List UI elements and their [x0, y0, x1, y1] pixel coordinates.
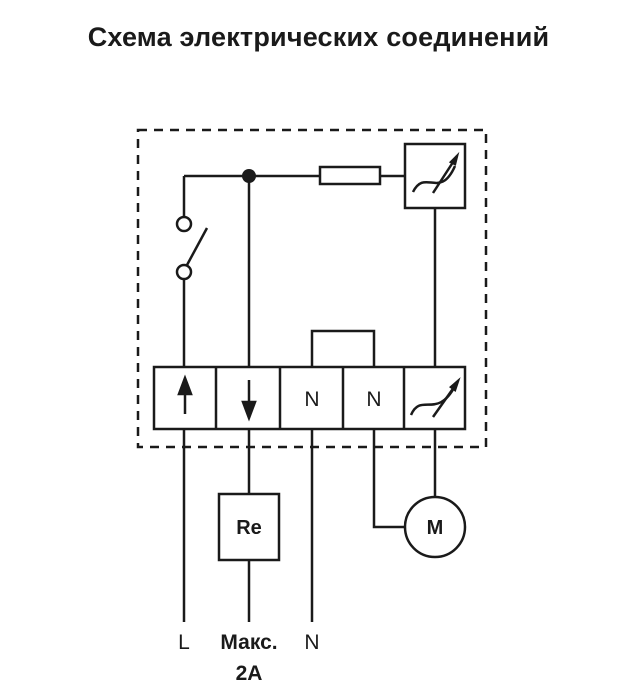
bottom-label-max: Макс.	[220, 631, 277, 654]
resistor	[318, 165, 382, 186]
switch-contact-bottom	[175, 263, 193, 281]
terminal-2-down-arrow-icon	[241, 380, 257, 422]
relay-label: Re	[236, 517, 262, 539]
terminal-block	[152, 365, 467, 431]
motor-symbol	[403, 495, 467, 559]
relay-box	[217, 492, 281, 562]
bottom-label-l: L	[178, 631, 190, 654]
switch-contact-top	[175, 215, 193, 233]
bottom-label-n: N	[304, 631, 319, 654]
motor-label: M	[427, 517, 444, 539]
terminal-3-label: N	[304, 388, 319, 411]
motor-n-wire	[372, 429, 405, 529]
terminal-1-up-arrow-icon	[177, 374, 193, 414]
terminal-5-sensor-icon	[409, 377, 461, 418]
n-bridge-wire	[310, 329, 376, 367]
switch-lever	[185, 227, 209, 266]
page-title: Схема электрических соединений	[87, 22, 550, 52]
sensor-adjust-icon	[411, 151, 460, 194]
bottom-label-current: 2A	[236, 662, 263, 685]
terminal-4-label: N	[366, 388, 381, 411]
sensor-box	[403, 142, 467, 210]
